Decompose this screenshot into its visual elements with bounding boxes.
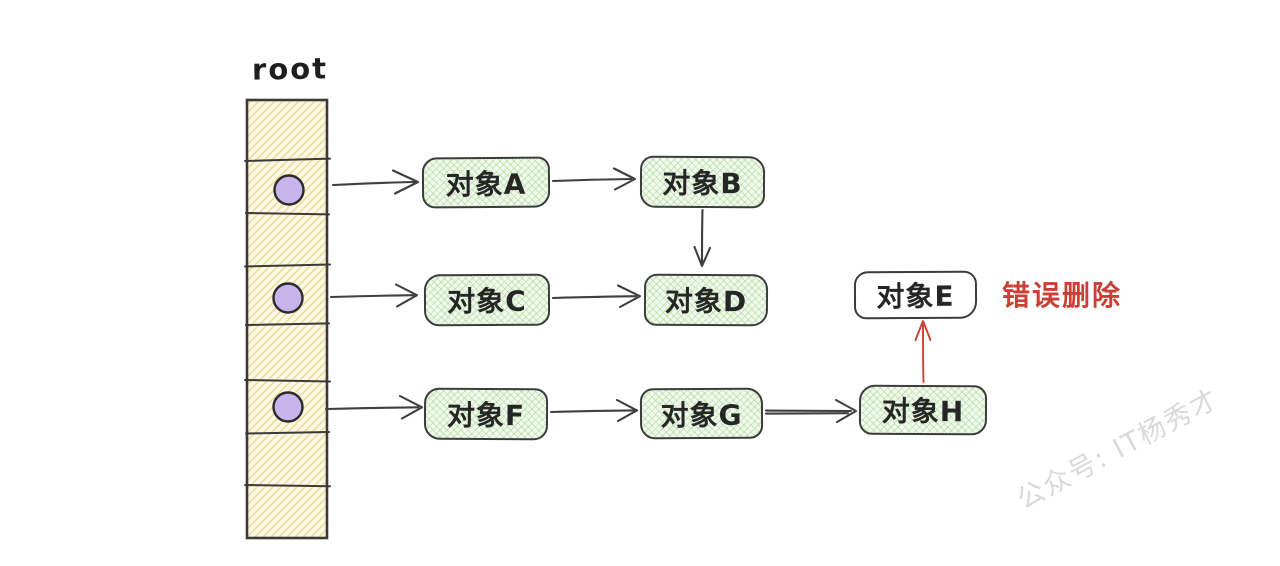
root-label: root bbox=[251, 51, 329, 87]
arrow-a-to-b bbox=[551, 167, 637, 191]
root-cell-divider bbox=[244, 379, 331, 383]
node-object-e-label: 对象E bbox=[876, 279, 955, 314]
node-object-h: 对象H bbox=[858, 384, 988, 436]
node-object-b-label: 对象B bbox=[662, 166, 743, 201]
arrow-root-to-f bbox=[324, 394, 424, 420]
node-object-a: 对象A bbox=[421, 156, 551, 209]
annotation-error-delete: 错误删除 bbox=[1002, 279, 1123, 312]
node-object-h-label: 对象H bbox=[881, 394, 965, 429]
node-object-a-label: 对象A bbox=[445, 167, 527, 201]
arrow-f-to-g bbox=[549, 398, 639, 423]
node-object-b: 对象B bbox=[639, 155, 766, 209]
root-cell-dividers bbox=[244, 157, 331, 488]
pointer-dot-1 bbox=[273, 174, 305, 206]
arrow-root-to-c bbox=[329, 283, 419, 308]
root-cell-divider bbox=[244, 484, 331, 488]
root-column bbox=[245, 98, 329, 540]
node-object-f-label: 对象F bbox=[446, 398, 526, 433]
pointer-dot-3 bbox=[272, 391, 304, 423]
pointer-dot-2 bbox=[272, 282, 304, 314]
arrow-b-to-d bbox=[693, 208, 712, 268]
root-cell-divider bbox=[245, 431, 330, 435]
root-cell-divider bbox=[245, 322, 330, 326]
arrow-h-to-e-red bbox=[914, 320, 932, 383]
root-cell-divider bbox=[245, 212, 330, 216]
root-cell-divider bbox=[244, 157, 331, 162]
root-cell-divider bbox=[244, 263, 331, 268]
node-object-e: 对象E bbox=[853, 270, 978, 320]
node-object-d-label: 对象D bbox=[664, 284, 748, 319]
node-object-f: 对象F bbox=[423, 387, 549, 441]
node-object-g: 对象G bbox=[639, 387, 764, 440]
arrow-root-to-a bbox=[331, 169, 420, 195]
node-object-g-label: 对象G bbox=[660, 398, 743, 432]
arrow-g-to-h bbox=[764, 398, 858, 424]
arrow-c-to-d bbox=[551, 284, 642, 309]
node-object-c-label: 对象C bbox=[447, 284, 527, 319]
node-object-c: 对象C bbox=[423, 273, 551, 327]
node-object-d: 对象D bbox=[643, 273, 769, 327]
